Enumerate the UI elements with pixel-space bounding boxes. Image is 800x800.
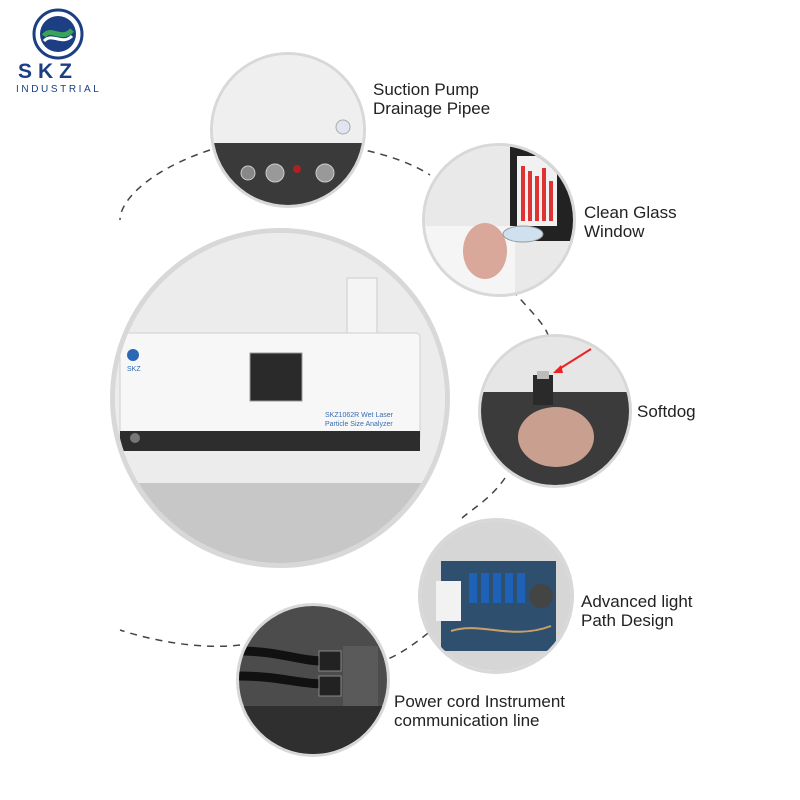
brand-logo xyxy=(30,8,86,60)
feature-label-softdog: Softdog xyxy=(637,402,696,421)
brand-subtitle: INDUSTRIAL xyxy=(16,84,102,95)
instrument-model-text: SKZ1062R Wet Laser Particle Size Analyze… xyxy=(325,412,393,428)
instrument-badge: SKZ xyxy=(127,366,141,373)
feature-photo-softdog xyxy=(478,334,632,488)
feature-photo-optics xyxy=(418,518,574,674)
feature-label-optics: Advanced light Path Design xyxy=(581,592,693,630)
feature-label-glass: Clean Glass Window xyxy=(584,203,677,241)
skz-logo-icon xyxy=(32,8,84,60)
feature-photo-glass xyxy=(422,143,576,297)
feature-label-cables: Power cord Instrument communication line xyxy=(394,692,566,730)
instrument-main-photo: SKZ SKZ1062R Wet Laser Particle Size Ana… xyxy=(110,228,450,568)
feature-photo-cables xyxy=(236,603,390,757)
feature-label-pump: Suction Pump Drainage Pipee xyxy=(373,80,491,118)
brand-name: SKZ xyxy=(18,60,78,83)
feature-photo-pump xyxy=(210,52,366,208)
